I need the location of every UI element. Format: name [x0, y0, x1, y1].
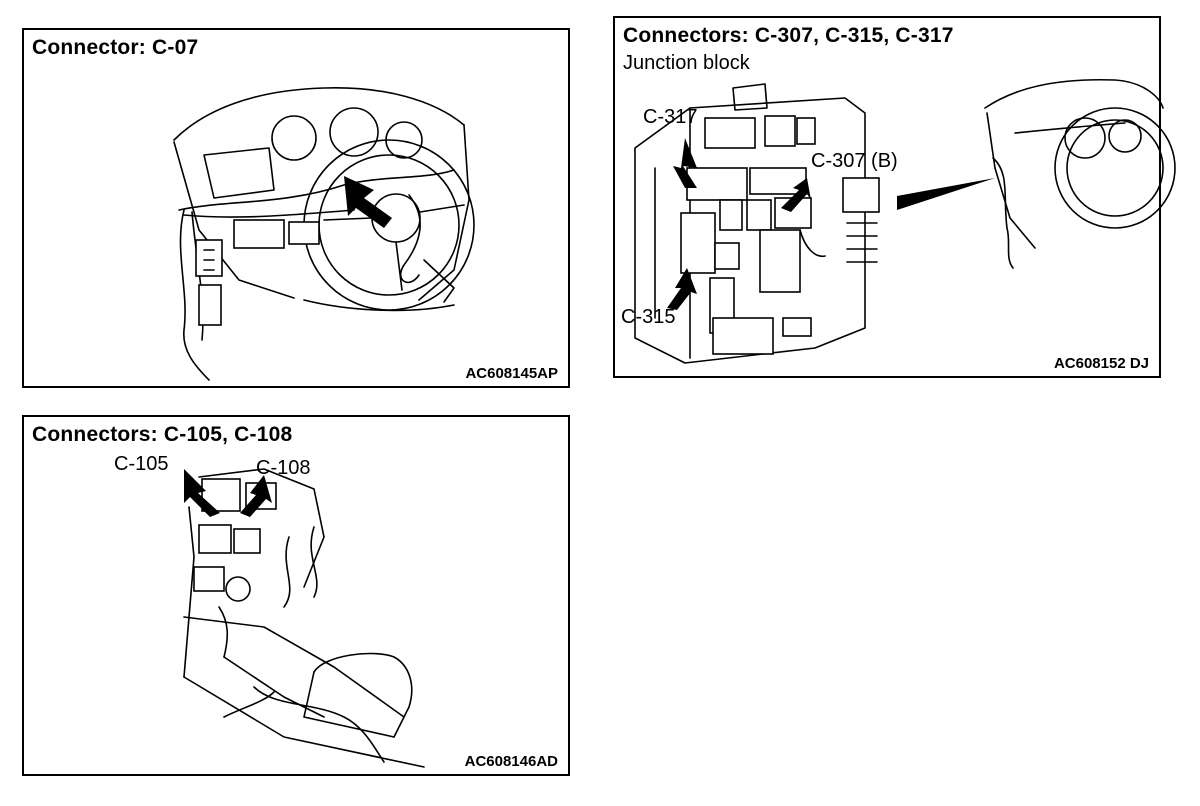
panel-junction-block: Connectors: C-307, C-315, C-317 Junction… [613, 16, 1176, 378]
panel-title: Connectors: C-307, C-315, C-317 [623, 24, 954, 47]
junction-block-illustration [634, 78, 1176, 364]
panel-title: Connector: C-07 [32, 36, 199, 59]
panel-connectors-c105-c108: Connectors: C-105, C-108 C-105 C-108 AC6… [22, 415, 570, 776]
panel-subtitle: Junction block [623, 52, 750, 74]
center-console-illustration [183, 468, 425, 768]
callout-c315: C-315 [621, 306, 676, 328]
figure-code: AC608146AD [464, 753, 558, 770]
figure-code: AC608152 DJ [1053, 355, 1149, 372]
callout-c105: C-105 [114, 453, 169, 475]
panel-title: Connectors: C-105, C-108 [32, 423, 293, 446]
dashboard-steering-illustration [173, 87, 475, 381]
callout-c108: C-108 [256, 457, 311, 479]
callout-c307: C-307 (B) [811, 150, 898, 172]
figure-code: AC608145AP [465, 365, 558, 382]
panel-connector-c07: Connector: C-07 AC608145AP [22, 28, 570, 388]
callout-c317: C-317 [643, 106, 698, 128]
